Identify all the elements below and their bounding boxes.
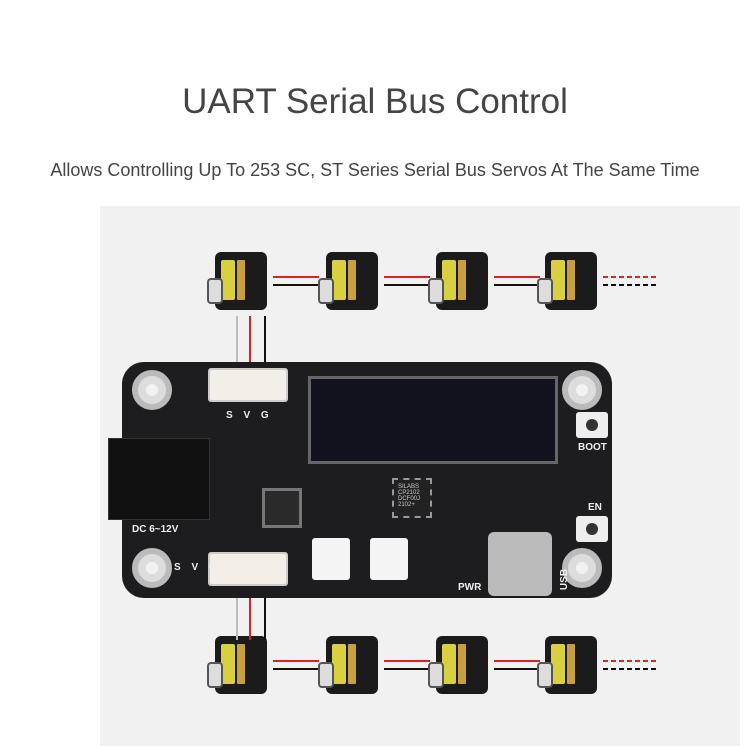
servo-cable — [603, 284, 659, 286]
servo-cable — [273, 284, 319, 286]
usb-label: USB — [559, 568, 571, 591]
mount-hole — [132, 548, 172, 588]
servo-cable — [273, 668, 319, 670]
servo-cable — [603, 660, 659, 662]
rgb-led — [312, 538, 350, 580]
dc-power-jack[interactable] — [108, 438, 210, 520]
wire-top — [236, 316, 266, 376]
usb-c-port[interactable] — [488, 532, 552, 596]
boot-button[interactable] — [576, 412, 608, 438]
page-title: UART Serial Bus Control — [182, 82, 568, 121]
connector-top-label: S V G — [226, 410, 273, 421]
usb-uart-chip: SILABS CP2102 DCF00J 2102+ — [392, 478, 432, 518]
wire-bottom — [236, 590, 266, 640]
servo-cable — [384, 660, 430, 662]
dc-label: DC 6~12V — [132, 524, 179, 535]
servo-motor — [537, 252, 597, 310]
boot-label: BOOT — [578, 442, 607, 453]
page-subtitle: Allows Controlling Up To 253 SC, ST Seri… — [50, 160, 700, 180]
servo-connector-bottom[interactable] — [208, 552, 288, 586]
servo-cable — [494, 284, 540, 286]
servo-cable — [494, 660, 540, 662]
pwr-label: PWR — [458, 582, 482, 593]
servo-motor — [318, 636, 378, 694]
mount-hole — [562, 548, 602, 588]
inductor — [262, 488, 302, 528]
servo-motor — [207, 636, 267, 694]
servo-cable — [603, 276, 659, 278]
mount-hole — [562, 370, 602, 410]
en-label: EN — [588, 502, 602, 513]
rgb-led — [370, 538, 408, 580]
servo-cable — [273, 276, 319, 278]
driver-board: S V G S V G DC 6~12V BOOT EN SILABS CP21… — [108, 362, 612, 598]
servo-motor — [428, 636, 488, 694]
servo-motor — [428, 252, 488, 310]
servo-connector-top[interactable] — [208, 368, 288, 402]
mount-hole — [132, 370, 172, 410]
servo-cable — [494, 668, 540, 670]
connector-bottom-label: S V G — [174, 562, 221, 573]
servo-cable — [603, 668, 659, 670]
servo-motor — [537, 636, 597, 694]
servo-cable — [384, 668, 430, 670]
en-button[interactable] — [576, 516, 608, 542]
servo-cable — [494, 276, 540, 278]
servo-motor — [207, 252, 267, 310]
servo-motor — [318, 252, 378, 310]
oled-display — [308, 376, 558, 464]
servo-cable — [384, 276, 430, 278]
servo-cable — [384, 284, 430, 286]
servo-cable — [273, 660, 319, 662]
